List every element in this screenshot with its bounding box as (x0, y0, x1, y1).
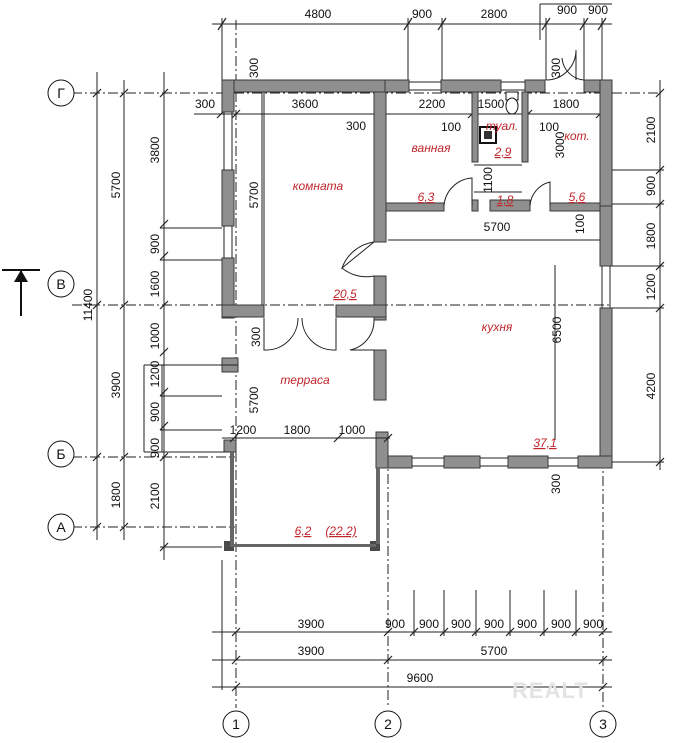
dim-bot2-5700: 5700 (481, 644, 508, 658)
area-terrasa: 6,2 (295, 524, 312, 538)
dim-left2-900c: 900 (148, 438, 162, 458)
dim-row2-3600: 3600 (292, 97, 319, 111)
top-dimensions: 4800 900 2800 900 900 300 300 (212, 3, 612, 80)
dim-right-900: 900 (644, 176, 658, 196)
left-dimensions: 11400 5700 3900 1800 3800 900 1600 1000 … (81, 72, 222, 560)
area-tual: 2,9 (494, 145, 512, 159)
area-kukhnya: 37,1 (533, 436, 556, 450)
dim-row2-300: 300 (195, 97, 215, 111)
toilet-icon (505, 97, 519, 115)
dim-left-1800: 1800 (109, 481, 123, 508)
dim-v-5700-room: 5700 (247, 181, 261, 208)
dim-top-4800: 4800 (305, 7, 332, 21)
axis-row-v: В (56, 276, 65, 292)
axis-row-a: А (56, 519, 66, 535)
dim-bot1-900-2: 900 (419, 617, 439, 631)
dim-left-3900: 3900 (109, 371, 123, 398)
dim-v-6500: 6500 (550, 316, 564, 343)
dim-row2-1500: 1500 (478, 97, 505, 111)
dim-bot1-900-7: 900 (583, 617, 603, 631)
axis-col-2: 2 (384, 716, 392, 732)
dim-left2-900b: 900 (148, 402, 162, 422)
row2-dimensions: 300 3600 2200 1500 1800 300 100 100 (194, 97, 608, 134)
area-vannaya: 6,3 (418, 190, 435, 204)
windows (223, 81, 611, 467)
dim-bot1-900-3: 900 (451, 617, 471, 631)
dim-top-900c: 900 (588, 3, 608, 17)
dim-left-5700: 5700 (109, 171, 123, 198)
axis-col-3: 3 (599, 716, 607, 732)
dim-left2-2100: 2100 (148, 482, 162, 509)
doors (263, 49, 585, 351)
dim-v-1100: 1100 (481, 167, 495, 193)
room-vannaya: ванная (412, 141, 452, 155)
dim-row2-2200: 2200 (419, 97, 446, 111)
dim-left2-1000: 1000 (148, 322, 162, 349)
dim-top-2800: 2800 (481, 7, 508, 21)
dim-inner-100a: 100 (441, 120, 461, 134)
dim-h-5700: 5700 (484, 220, 511, 234)
walls (221, 79, 613, 551)
area-hall: 1,8 (497, 193, 514, 207)
dim-v-300-mid: 300 (249, 327, 263, 347)
fixtures (474, 91, 522, 193)
dim-inner-100b: 100 (539, 120, 559, 134)
dim-v-100c: 100 (573, 214, 587, 234)
dim-left2-3800: 3800 (148, 136, 162, 163)
room-komnata: комната (293, 179, 344, 193)
room-kot: кот. (564, 129, 590, 143)
watermark-logo: REALT (512, 678, 589, 703)
dim-right-4200: 4200 (644, 372, 658, 399)
dim-v-3000: 3000 (553, 131, 567, 158)
dim-bot1-3900: 3900 (298, 617, 325, 631)
dim-left2-900: 900 (148, 234, 162, 254)
room-labels: комната ванная туал. кот. кухня терраса … (280, 119, 589, 538)
area-komnata: 20,5 (332, 287, 357, 301)
room-kukhnya: кухня (482, 320, 513, 334)
room-terrasa: терраса (280, 373, 330, 387)
interior-dimensions: 5700 3000 1100 100 5700 6500 300 5700 12… (222, 92, 587, 494)
dim-bot3-9600: 9600 (407, 671, 434, 685)
room-tual: туал. (486, 119, 518, 133)
dim-h-1000: 1000 (339, 423, 366, 437)
area-terrasa-total: (22.2) (325, 524, 356, 538)
dim-top-300: 300 (247, 58, 261, 78)
bottom-dimensions: 3900 900 900 900 900 900 900 900 3900 57… (212, 560, 612, 692)
terrace-lines (143, 92, 600, 453)
dim-bot1-900-4: 900 (484, 617, 504, 631)
dim-left2-1200: 1200 (148, 360, 162, 387)
dim-top-900b: 900 (557, 3, 577, 17)
dim-v-300-bottom: 300 (549, 474, 563, 494)
dim-left2-1600: 1600 (148, 270, 162, 297)
right-dimensions: 2100 900 1800 1200 4200 (612, 80, 665, 470)
area-kot: 5,6 (569, 190, 586, 204)
dim-h-1800: 1800 (284, 423, 311, 437)
dim-right-2100: 2100 (644, 116, 658, 143)
dim-v-5700-terrace: 5700 (247, 386, 261, 413)
dim-right-1800: 1800 (644, 222, 658, 249)
axis-row-b: Б (56, 446, 65, 462)
axis-bubbles: Г В Б А 1 2 3 (47, 79, 617, 738)
dim-left-11400: 11400 (81, 288, 95, 321)
dim-bot1-900-5: 900 (517, 617, 537, 631)
dim-row2-1800: 1800 (553, 97, 580, 111)
dim-bot2-3900: 3900 (298, 644, 325, 658)
dim-right-1200: 1200 (644, 273, 658, 300)
dim-h-1200: 1200 (230, 423, 257, 437)
dim-inner-300: 300 (346, 119, 366, 133)
dim-bot1-900-1: 900 (385, 617, 405, 631)
axis-col-1: 1 (232, 716, 240, 732)
axis-row-g: Г (57, 85, 65, 101)
section-cut-marker (2, 269, 40, 316)
dim-bot1-900-6: 900 (551, 617, 571, 631)
dim-top-300-right: 300 (549, 58, 563, 78)
dim-top-900a: 900 (412, 7, 432, 21)
